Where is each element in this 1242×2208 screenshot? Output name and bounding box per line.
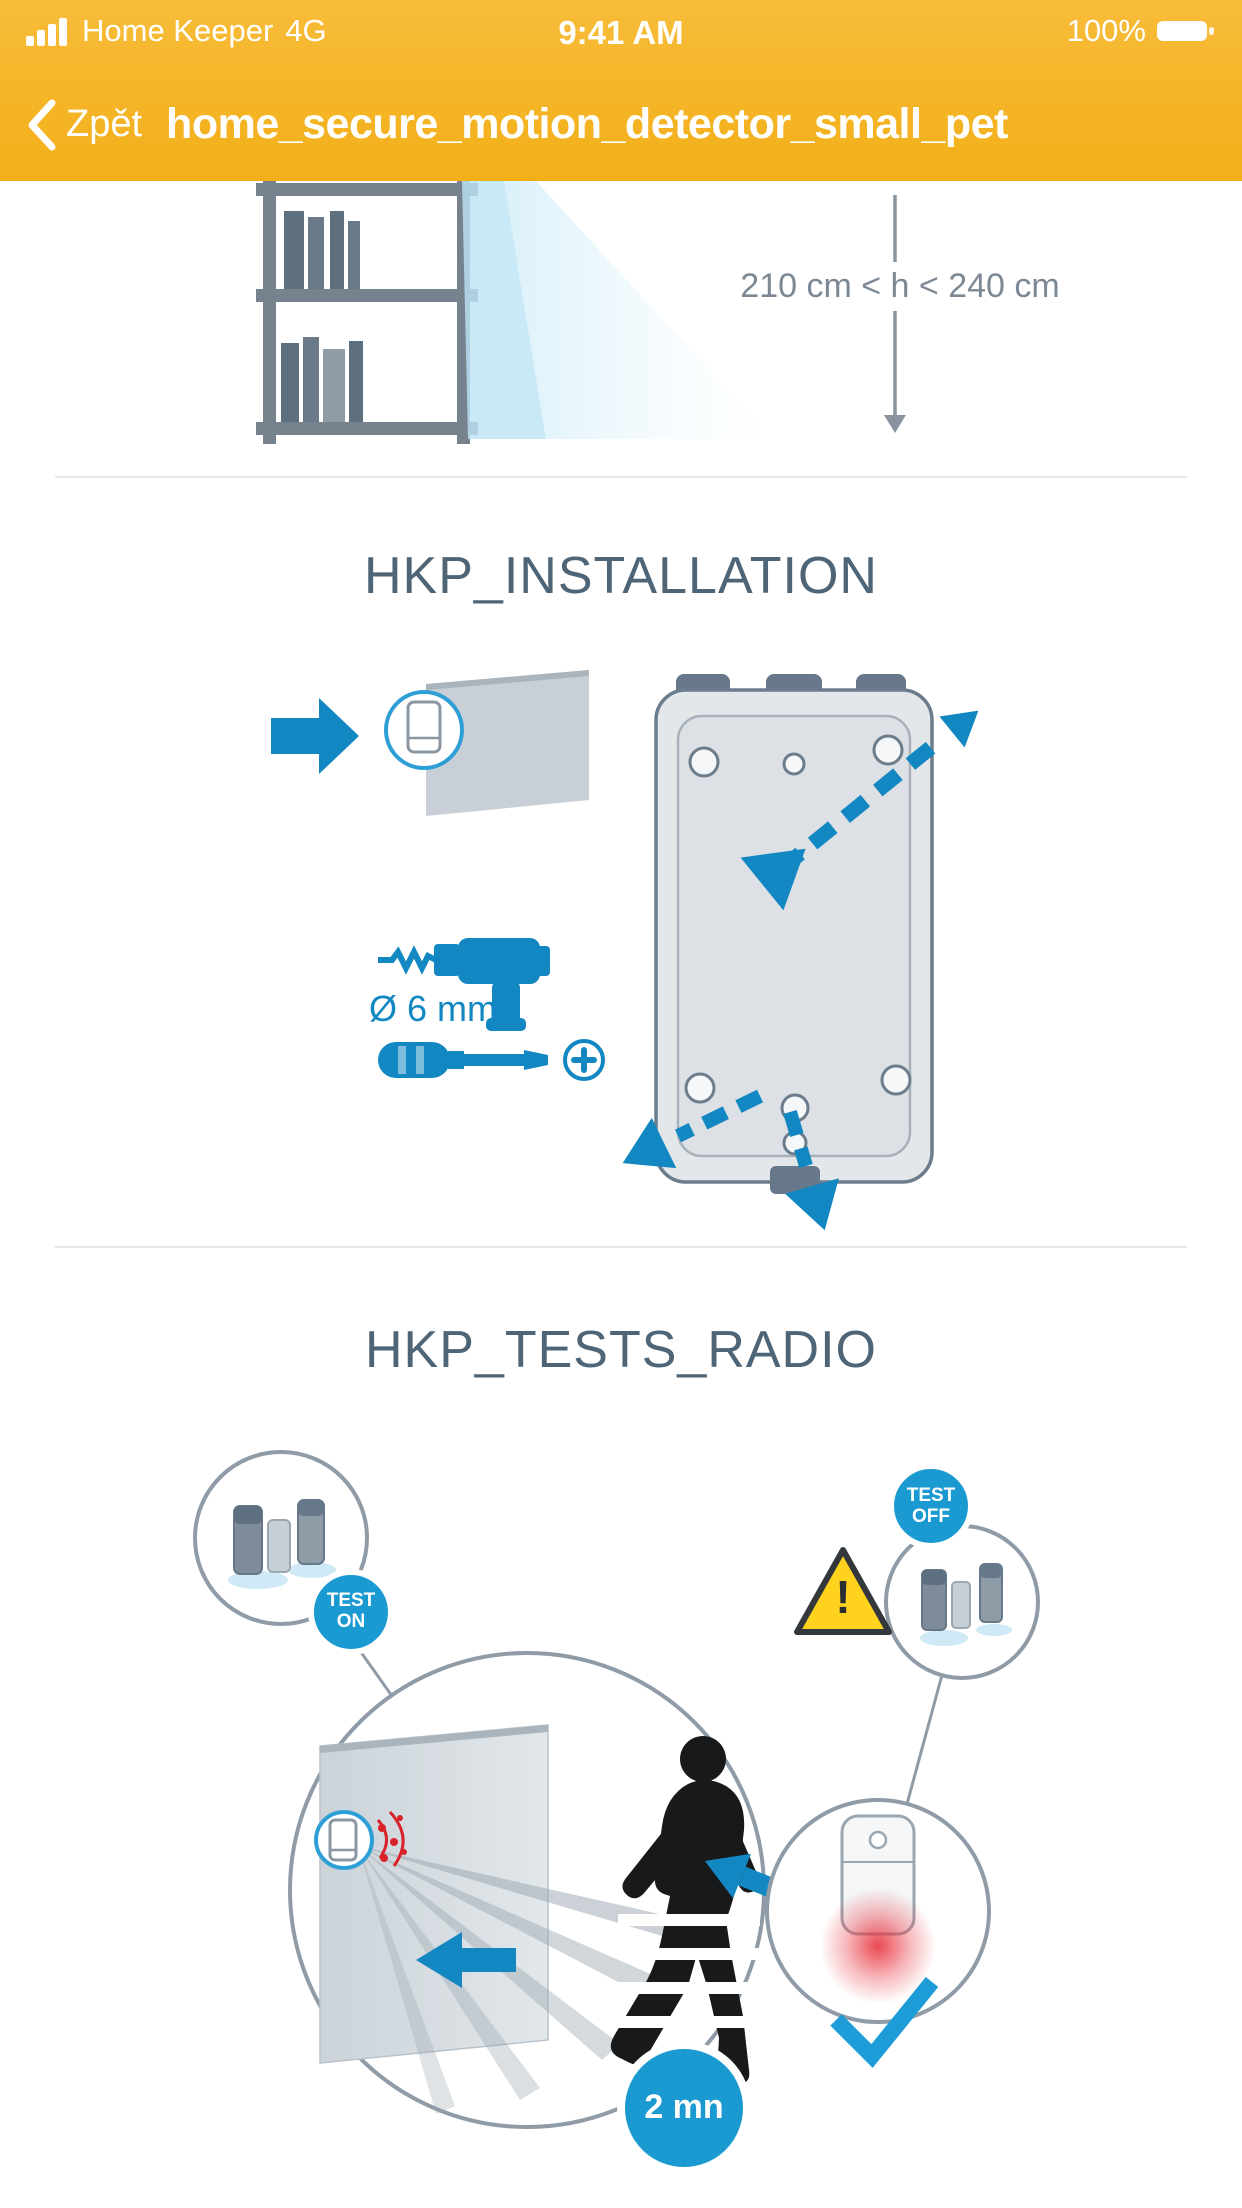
duration-badge	[617, 2041, 751, 2175]
test-on-badge	[308, 1569, 394, 1655]
battery-icon	[1157, 21, 1214, 41]
keypad-devices-off	[920, 1563, 1012, 1646]
scene-detector-icon	[314, 1810, 374, 1870]
screw-direction-arrow-top	[740, 710, 979, 911]
section-divider	[55, 476, 1187, 478]
screw-direction-arrow-bottom-center	[783, 1110, 839, 1231]
status-bar: Home Keeper 4G 9:41 AM 100%	[0, 0, 1242, 62]
warning-triangle-icon	[794, 1547, 892, 1635]
motion-detector-icon	[384, 690, 464, 770]
wall-mount-arrow-icon	[271, 698, 359, 774]
tests-illustration	[193, 1450, 1040, 2175]
scene-wall-graphic	[319, 1724, 549, 2064]
status-right: 100%	[1067, 13, 1216, 49]
chevron-left-icon	[28, 99, 56, 150]
wall-graphic	[426, 670, 589, 816]
status-left: Home Keeper 4G	[26, 13, 327, 49]
checkmark-icon	[830, 1976, 939, 2068]
walk-direction-arrow-icon	[416, 1932, 516, 1988]
back-label: Zpět	[66, 103, 143, 145]
detector-alert-sparks	[376, 1810, 407, 1867]
mounting-height-note: 210 cm < h < 240 cm	[705, 262, 1095, 311]
test-on-circle	[193, 1450, 394, 1655]
section-divider	[55, 1246, 1187, 1248]
drill-icon	[378, 938, 550, 1031]
tests-heading: HKP_TESTS_RADIO	[364, 1321, 878, 1379]
mounting-height-illustration	[256, 181, 906, 444]
test-off-badge	[888, 1463, 974, 1549]
back-button[interactable]: Zpět	[26, 99, 142, 151]
screwdriver-icon	[378, 1042, 548, 1078]
mounting-plate-graphic	[654, 674, 934, 1194]
screw-direction-arrow-bottom-left	[622, 1089, 764, 1169]
app-header: Home Keeper 4G 9:41 AM 100% Zpět home_se…	[0, 0, 1242, 181]
network-type-label: 4G	[285, 13, 327, 48]
test-off-circle	[884, 1463, 1040, 1680]
dimension-arrow	[884, 195, 906, 433]
red-glow	[820, 1888, 936, 2004]
page-title: home_secure_motion_detector_small_pet	[166, 100, 1008, 148]
detector-result-circle	[765, 1798, 991, 2068]
installation-heading: HKP_INSTALLATION	[364, 547, 878, 605]
books-graphic	[281, 211, 363, 422]
nav-bar: Zpět home_secure_motion_detector_small_p…	[0, 62, 1242, 181]
signal-strength-icon	[26, 18, 67, 46]
keypad-devices-on	[228, 1499, 336, 1589]
detection-zone-beam	[462, 181, 772, 439]
beam-stripes	[618, 1914, 760, 2028]
drill-diameter-label: Ø 6 mm	[368, 988, 497, 1029]
battery-percent: 100%	[1066, 13, 1146, 48]
installation-illustration	[271, 670, 979, 1231]
carrier-label: Home Keeper	[82, 13, 274, 48]
phillips-screw-icon	[563, 1039, 605, 1081]
